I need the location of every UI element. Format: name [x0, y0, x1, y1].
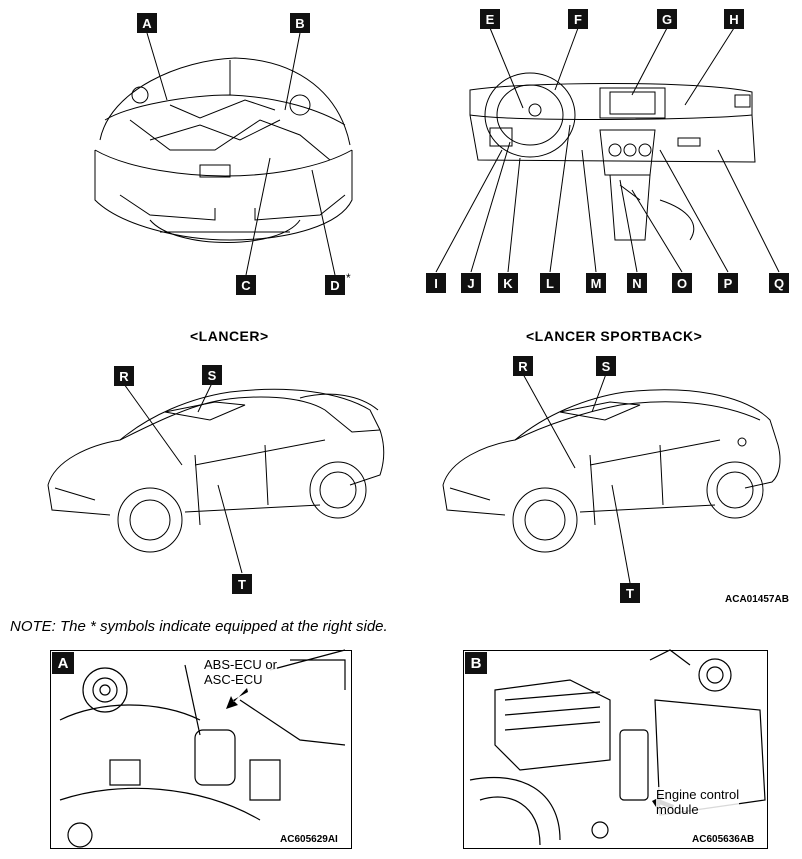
- detail-b-annotation-line1: Engine control: [656, 787, 740, 802]
- callout-k: K: [498, 273, 518, 293]
- note-text: NOTE: The * symbols indicate equipped at…: [10, 618, 388, 635]
- right-side-asterisk: *: [346, 271, 351, 285]
- callout-d: D: [325, 275, 345, 295]
- lancer-callout-r: R: [114, 366, 134, 386]
- sportback-leader-lines: [522, 373, 631, 584]
- callout-o: O: [672, 273, 692, 293]
- detail-b-annotation: Engine control module: [656, 787, 740, 817]
- detail-b-code: AC605636AB: [690, 834, 757, 845]
- lancer-car-illustration: [47, 388, 385, 553]
- sportback-callout-s: S: [596, 356, 616, 376]
- callout-j: J: [461, 273, 481, 293]
- engine-leader-lines: [146, 32, 336, 276]
- lancer-callout-s: S: [202, 365, 222, 385]
- callout-m: M: [586, 273, 606, 293]
- detail-a-annotation-line1: ABS-ECU or: [204, 657, 277, 672]
- callout-p: P: [718, 273, 738, 293]
- sportback-car-illustration: [442, 389, 781, 553]
- callout-c: C: [236, 275, 256, 295]
- lancer-leader-lines: [123, 382, 243, 574]
- callout-l: L: [540, 273, 560, 293]
- sportback-callout-r: R: [513, 356, 533, 376]
- callout-i: I: [426, 273, 446, 293]
- callout-b: B: [290, 13, 310, 33]
- dashboard-illustration: [469, 72, 756, 241]
- detail-a-code: AC605629AI: [278, 834, 340, 845]
- callout-f: F: [568, 9, 588, 29]
- detail-b-illustration: [469, 649, 766, 846]
- detail-a-label: A: [52, 652, 74, 674]
- detail-a-annotation-line2: ASC-ECU: [204, 672, 263, 687]
- callout-h: H: [724, 9, 744, 29]
- engine-bay-illustration: [94, 57, 353, 243]
- callout-a: A: [137, 13, 157, 33]
- detail-a-annotation: ABS-ECU or ASC-ECU: [204, 657, 277, 687]
- lancer-caption: <LANCER>: [190, 328, 269, 344]
- callout-e: E: [480, 9, 500, 29]
- lancer-callout-t: T: [232, 574, 252, 594]
- figure-code: ACA01457AB: [723, 594, 791, 605]
- detail-photo-b-frame: [463, 650, 768, 849]
- detail-photo-a-frame: [50, 650, 352, 849]
- callout-g: G: [657, 9, 677, 29]
- callout-n: N: [627, 273, 647, 293]
- detail-b-label: B: [465, 652, 487, 674]
- detail-a-illustration: [59, 649, 346, 848]
- callout-q: Q: [769, 273, 789, 293]
- detail-b-annotation-line2: module: [656, 802, 699, 817]
- sportback-callout-t: T: [620, 583, 640, 603]
- dashboard-leader-lines: [435, 27, 780, 273]
- sportback-caption: <LANCER SPORTBACK>: [526, 328, 703, 344]
